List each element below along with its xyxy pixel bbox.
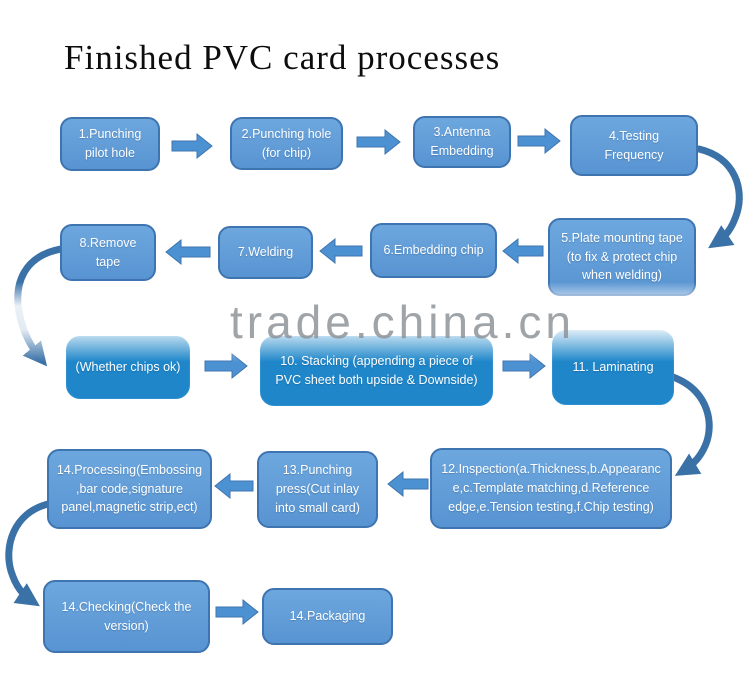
node-packaging: 14.Packaging bbox=[262, 588, 393, 645]
node-embedding-chip: 6.Embedding chip bbox=[370, 223, 497, 278]
node-checking: 14.Checking(Check the version) bbox=[43, 580, 210, 653]
node-inspection: 12.Inspection(a.Thickness,b.Appearance,c… bbox=[430, 448, 672, 529]
arrow-n6-n7 bbox=[319, 237, 363, 265]
arrow-n7-n8 bbox=[165, 238, 211, 266]
watermark: trade.china.cn bbox=[230, 296, 575, 348]
node-punching-hole-chip: 2.Punching hole (for chip) bbox=[230, 117, 343, 170]
arrow-n12-n13 bbox=[387, 470, 429, 498]
arrow-n2-n3 bbox=[356, 128, 401, 156]
watermark-fade-band bbox=[0, 282, 750, 362]
node-remove-tape: 8.Remove tape bbox=[60, 224, 156, 281]
curved-arrow-n4-n5 bbox=[695, 145, 743, 249]
arrow-n15-n16 bbox=[215, 598, 259, 626]
curved-arrow-n14-n15 bbox=[5, 500, 52, 607]
arrow-n1-n2 bbox=[171, 132, 213, 160]
node-testing-frequency: 4.Testing Frequency bbox=[570, 115, 698, 176]
node-punching-press: 13.Punching press(Cut inlay into small c… bbox=[257, 451, 378, 528]
node-punching-pilot-hole: 1.Punching pilot hole bbox=[60, 117, 160, 171]
arrow-n5-n6 bbox=[502, 237, 544, 265]
node-antenna-embedding: 3.Antenna Embedding bbox=[413, 116, 511, 168]
page-title: Finished PVC card processes bbox=[64, 38, 501, 77]
node-welding: 7.Welding bbox=[218, 226, 313, 279]
curved-arrow-n11-n12 bbox=[669, 373, 713, 476]
arrow-n13-n14 bbox=[214, 472, 254, 500]
node-processing: 14.Processing(Embossing ,bar code,signat… bbox=[47, 449, 212, 529]
arrow-n3-n4 bbox=[517, 127, 561, 155]
